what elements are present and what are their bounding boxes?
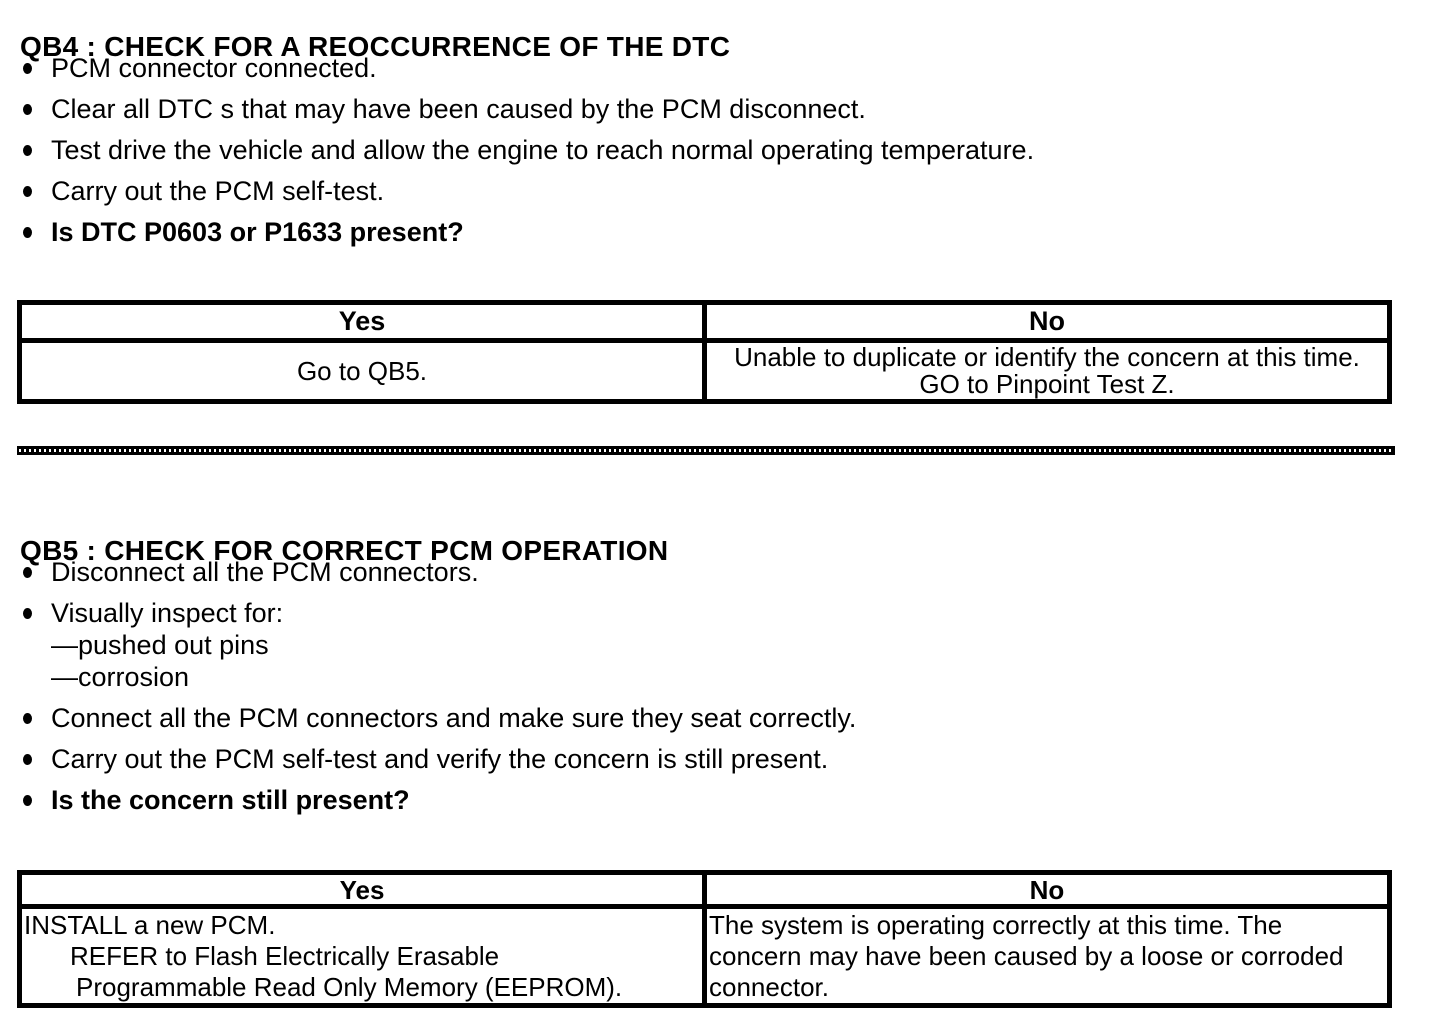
no-action-text: connector. <box>709 972 829 1002</box>
step-sub-item: —corrosion <box>51 662 190 692</box>
qb4-section-title: QB4 : CHECK FOR A REOCCURRENCE OF THE DT… <box>20 30 731 62</box>
step-text-group: Visually inspect for: —pushed out pins —… <box>51 597 283 693</box>
yes-action-cell: INSTALL a new PCM. REFER to Flash Electr… <box>22 909 702 1003</box>
bullet-icon <box>23 63 32 74</box>
yes-action-cell: Go to QB5. <box>22 343 702 399</box>
bullet-icon <box>23 567 32 578</box>
no-action-cell: Unable to duplicate or identify the conc… <box>702 343 1387 399</box>
qb5-section-title: QB5 : CHECK FOR CORRECT PCM OPERATION <box>20 534 669 566</box>
no-column-header: No <box>702 875 1387 905</box>
no-action-text: GO to Pinpoint Test Z. <box>919 369 1175 399</box>
table-body-row: Go to QB5. Unable to duplicate or identi… <box>22 343 1387 399</box>
table-header-row: Yes No <box>22 875 1387 909</box>
list-item: Carry out the PCM self-test and verify t… <box>20 743 856 775</box>
list-item: PCM connector connected. <box>20 52 1034 84</box>
bullet-icon <box>23 713 32 724</box>
step-text: Test drive the vehicle and allow the eng… <box>51 135 1035 165</box>
step-text: Carry out the PCM self-test. <box>51 176 385 206</box>
no-action-text: Unable to duplicate or identify the conc… <box>734 342 1360 372</box>
table-body-row: INSTALL a new PCM. REFER to Flash Electr… <box>22 909 1387 1003</box>
qb5-step-list: Disconnect all the PCM connectors. Visua… <box>20 556 856 825</box>
bullet-icon <box>23 104 32 115</box>
qb5-result-table: Yes No INSTALL a new PCM. REFER to Flash… <box>17 870 1392 1008</box>
list-item: Test drive the vehicle and allow the eng… <box>20 134 1034 166</box>
list-item: Visually inspect for: —pushed out pins —… <box>20 597 856 693</box>
step-text: PCM connector connected. <box>51 53 377 83</box>
table-header-row: Yes No <box>22 305 1387 343</box>
yes-column-header: Yes <box>339 875 385 905</box>
step-text: Disconnect all the PCM connectors. <box>51 557 479 587</box>
list-item-question: Is DTC P0603 or P1633 present? <box>20 216 1034 248</box>
yes-action-text: Go to QB5. <box>296 355 428 386</box>
step-text: Visually inspect for: <box>51 598 284 628</box>
step-text: Carry out the PCM self-test and verify t… <box>51 744 829 774</box>
bullet-icon <box>23 145 32 156</box>
yes-action-text: INSTALL a new PCM. <box>24 910 276 940</box>
bullet-icon <box>23 227 32 238</box>
list-item: Clear all DTC s that may have been cause… <box>20 93 1034 125</box>
bullet-icon <box>23 186 32 197</box>
list-item: Connect all the PCM connectors and make … <box>20 702 856 734</box>
list-item-question: Is the concern still present? <box>20 784 856 816</box>
yes-action-text: REFER to Flash Electrically Erasable <box>70 941 500 971</box>
step-question-text: Is DTC P0603 or P1633 present? <box>51 217 464 247</box>
no-action-text: The system is operating correctly at thi… <box>709 910 1283 940</box>
qb4-result-table: Yes No Go to QB5. Unable to duplicate or… <box>17 300 1392 404</box>
step-question-text: Is the concern still present? <box>51 785 410 815</box>
yes-action-text: Programmable Read Only Memory (EEPROM). <box>76 972 623 1002</box>
qb4-step-list: PCM connector connected. Clear all DTC s… <box>20 52 1034 257</box>
step-text: Connect all the PCM connectors and make … <box>51 703 857 733</box>
bullet-icon <box>23 754 32 765</box>
section-divider <box>17 446 1395 455</box>
yes-column-header: Yes <box>338 306 386 336</box>
no-column-header: No <box>702 305 1387 338</box>
list-item: Carry out the PCM self-test. <box>20 175 1034 207</box>
no-action-cell: The system is operating correctly at thi… <box>702 909 1387 1003</box>
bullet-icon <box>23 608 32 619</box>
bullet-icon <box>23 795 32 806</box>
list-item: Disconnect all the PCM connectors. <box>20 556 856 588</box>
no-action-text: concern may have been caused by a loose … <box>709 941 1344 971</box>
step-sub-item: —pushed out pins <box>51 630 269 660</box>
step-text: Clear all DTC s that may have been cause… <box>51 94 866 124</box>
